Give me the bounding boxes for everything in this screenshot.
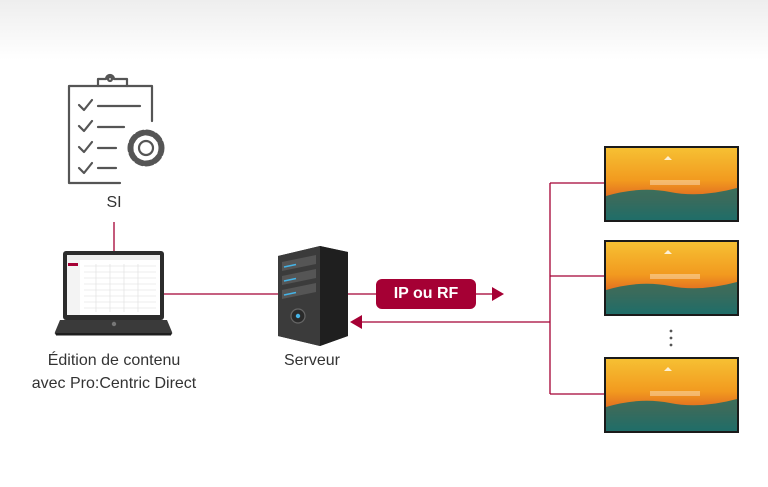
checklist-gear-icon — [67, 73, 165, 185]
header-fade — [0, 0, 768, 60]
laptop-icon — [54, 251, 173, 336]
editor-label-line1: Édition de contenu — [47, 352, 181, 369]
editor-label-line2: avec Pro:Centric Direct — [31, 375, 197, 392]
connectors — [113, 182, 604, 395]
si-label: SI — [106, 194, 122, 211]
tv-screen-3 — [604, 357, 739, 433]
tv-screen-1 — [604, 146, 739, 222]
arrow-right-icon — [492, 287, 504, 301]
more-screens-indicator — [669, 329, 673, 347]
server-label: Serveur — [283, 352, 341, 369]
protocol-badge: IP ou RF — [376, 279, 476, 309]
arrow-left-icon — [350, 315, 362, 329]
tv-screen-2 — [604, 240, 739, 316]
server-icon — [278, 246, 348, 346]
